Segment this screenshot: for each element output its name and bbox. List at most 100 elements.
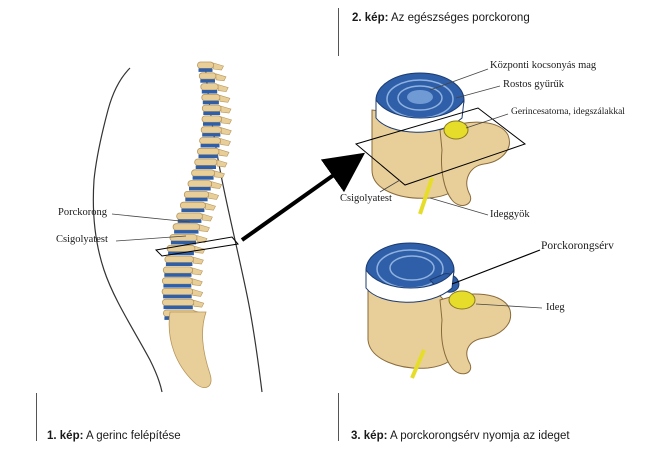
herniated-nerve-root <box>410 349 426 379</box>
spine-disc <box>202 133 221 137</box>
spinous-process <box>196 235 208 243</box>
spine-disc <box>198 154 219 159</box>
caption-1-number: 1. kép: <box>47 430 84 442</box>
vertebra <box>161 287 194 296</box>
spine-disc <box>200 79 215 83</box>
caption-2: 2. kép: Az egészséges porckorong <box>352 12 530 24</box>
herniated-disc-side <box>365 268 455 303</box>
healthy-nerve-root <box>418 177 434 215</box>
vertebra <box>197 61 214 69</box>
healthy-vertebra-process <box>439 121 510 206</box>
vertebra <box>191 169 216 177</box>
vertebra <box>161 277 193 285</box>
healthy-slice-plane <box>354 107 527 186</box>
spine-disc <box>185 197 208 202</box>
spine-disc <box>198 68 213 72</box>
vertebra <box>194 158 218 166</box>
vertebra <box>198 72 217 80</box>
spinous-process <box>221 127 232 136</box>
caption-3-text: A porckorongsérv nyomja az ideget <box>387 430 570 442</box>
label-rostos: Rostos gyűrűk <box>503 79 564 90</box>
spine-disc <box>202 100 219 105</box>
herniated-nerve-bundle <box>448 290 476 310</box>
vertebra <box>164 255 194 263</box>
spine-disc <box>170 240 196 245</box>
spine-disc <box>192 176 214 180</box>
spine-disc <box>181 208 205 213</box>
spine-disc <box>201 90 218 94</box>
vertebra <box>176 212 203 220</box>
spinous-process <box>211 181 223 189</box>
label-porckorongserv: Porckorongsérv <box>541 240 614 252</box>
caption-1: 1. kép: A gerinc felépítése <box>47 430 181 442</box>
spine-disc <box>189 187 211 191</box>
spine-disc <box>195 165 216 169</box>
spine-disc <box>163 305 193 310</box>
healthy-disc-nucleus <box>407 90 433 104</box>
leader-porckorongserv <box>451 249 541 285</box>
spinous-process <box>192 267 203 276</box>
spine-disc <box>200 143 220 148</box>
vertebra <box>201 104 222 112</box>
body-outline <box>92 67 163 393</box>
leader-ideg <box>475 303 543 309</box>
leader-gerinccsatorna <box>465 113 509 129</box>
label-kozponti: Központi kocsonyás mag <box>490 60 597 71</box>
spinous-process <box>193 299 205 308</box>
spinous-process <box>192 288 204 297</box>
vertebra <box>166 244 196 253</box>
healthy-disc-side <box>375 98 465 133</box>
caption-2-number: 2. kép: <box>352 12 389 24</box>
spinous-process <box>216 159 228 168</box>
healthy-disc-ring-inner <box>397 85 443 111</box>
pointer-arrow <box>240 152 366 242</box>
spine-disc <box>174 230 199 234</box>
spinous-process <box>221 116 232 125</box>
spinous-process <box>217 84 229 92</box>
herniated-vertebra-process <box>439 293 512 375</box>
caption-3: 3. kép: A porckorongsérv nyomja az idege… <box>351 430 570 442</box>
leader-rostos <box>455 85 501 99</box>
healthy-disc-illustration <box>354 68 527 216</box>
leader-csigolyatest-right <box>379 179 401 193</box>
spine-disc <box>163 284 192 288</box>
vertebra <box>162 266 193 274</box>
spine-disc <box>203 122 221 126</box>
spinous-process <box>205 202 216 211</box>
spine-column <box>161 61 232 388</box>
vertebra <box>162 298 195 307</box>
spinous-process <box>214 170 225 179</box>
vertebra <box>199 137 221 145</box>
leader-porckorong <box>111 213 191 223</box>
spinous-process <box>213 62 224 71</box>
vertebra <box>183 190 210 199</box>
vertebra <box>201 115 222 123</box>
vertebra <box>187 180 213 188</box>
divider-bottom-right <box>338 393 339 441</box>
vertebra <box>200 126 222 134</box>
caption-1-text: A gerinc felépítése <box>83 430 181 442</box>
label-ideg: Ideg <box>546 302 565 313</box>
spine-disc <box>165 262 193 266</box>
label-ideggyok: Ideggyök <box>490 209 530 220</box>
spine-disc <box>164 273 192 277</box>
spine-disc <box>177 219 202 223</box>
vertebra <box>179 201 206 209</box>
spinous-process <box>208 191 220 200</box>
vertebra <box>201 93 221 102</box>
spine-disc <box>203 111 221 115</box>
label-porckorong: Porckorong <box>58 207 107 218</box>
spinous-process <box>219 94 231 103</box>
spinous-process <box>193 256 204 265</box>
divider-top <box>338 8 339 56</box>
spinous-process <box>199 224 210 233</box>
herniated-disc-illustration <box>365 242 543 379</box>
healthy-nerve-bundle <box>443 120 469 140</box>
leader-kozponti <box>429 68 489 91</box>
spine-disc <box>163 294 192 299</box>
sacrum <box>168 311 212 388</box>
spinous-process <box>215 73 227 82</box>
vertebra <box>169 234 198 242</box>
vertebra <box>172 223 200 231</box>
